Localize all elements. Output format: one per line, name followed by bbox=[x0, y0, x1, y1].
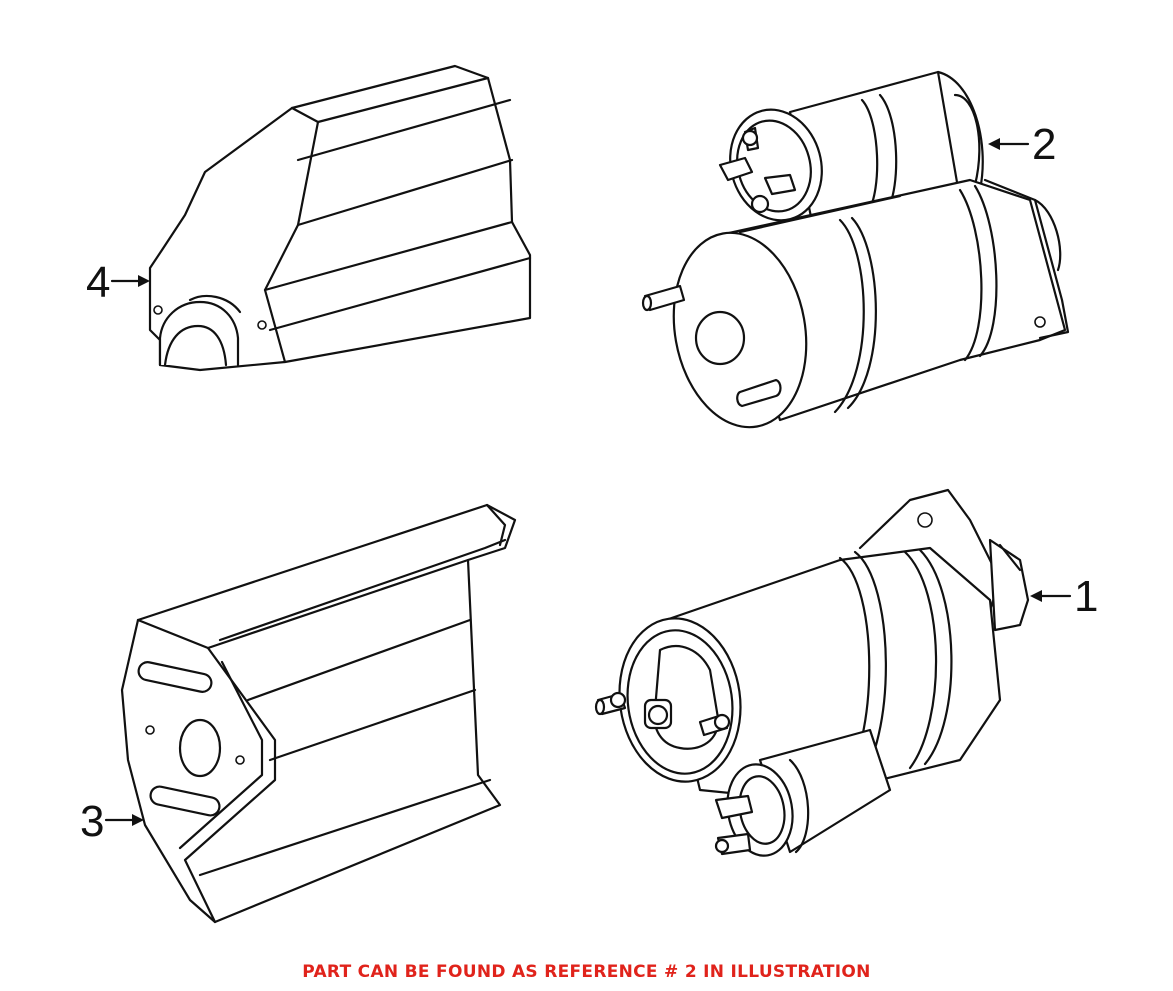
arrow-icon bbox=[1030, 590, 1042, 602]
callout-number: 4 bbox=[86, 258, 110, 307]
heat-shield-lower bbox=[120, 503, 517, 924]
starter-motor-lower bbox=[594, 488, 1030, 857]
reference-note: PART CAN BE FOUND AS REFERENCE # 2 IN IL… bbox=[302, 962, 871, 982]
callout-1: 1 bbox=[1030, 572, 1098, 621]
arrow-icon bbox=[132, 814, 144, 826]
callout-3: 3 bbox=[80, 797, 144, 846]
callout-number: 3 bbox=[80, 797, 104, 846]
callout-number: 2 bbox=[1032, 120, 1056, 169]
starter-motor-upper bbox=[641, 70, 1070, 429]
arrow-icon bbox=[988, 138, 1000, 150]
callout-2: 2 bbox=[988, 120, 1056, 169]
heat-shield-upper bbox=[148, 64, 532, 372]
callout-4: 4 bbox=[86, 258, 150, 307]
arrow-icon bbox=[138, 275, 150, 287]
callout-number: 1 bbox=[1074, 572, 1098, 621]
